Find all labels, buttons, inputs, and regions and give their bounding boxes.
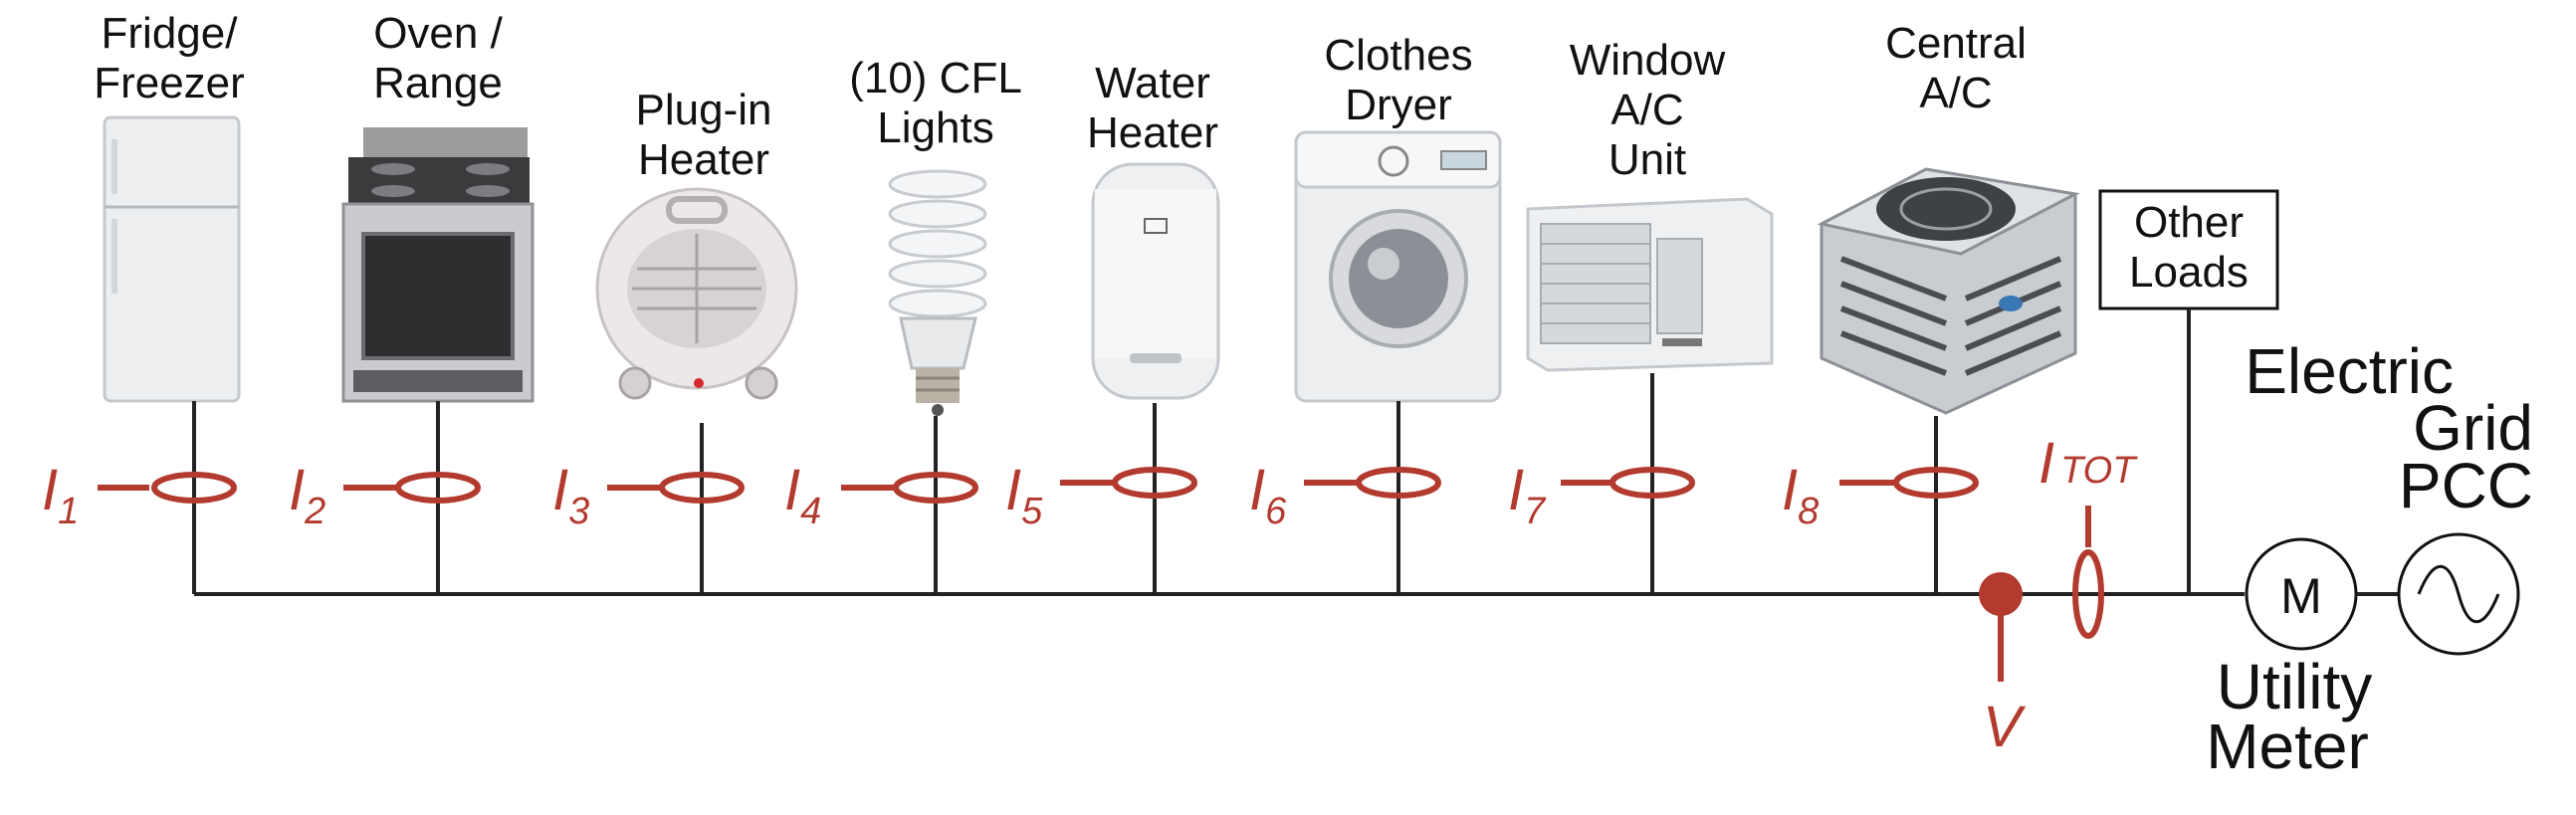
dryer-label-line-2: Dryer — [1345, 81, 1452, 129]
utility-meter: M Utility Meter — [2206, 537, 2372, 782]
current-i4-sensor — [893, 472, 978, 504]
cfl-label-line-2: Lights — [877, 103, 993, 152]
window-ac-label-line-2: A/C — [1610, 86, 1683, 134]
appliance-fridge: Fridge/ Freezer I1 — [42, 9, 245, 594]
window-ac-label-line-3: Unit — [1609, 135, 1686, 184]
oven-label-line-1: Oven / — [373, 9, 503, 58]
current-i7-sensor — [1610, 467, 1695, 499]
voltage-label: V — [1983, 695, 2027, 759]
meter-symbol-letter: M — [2280, 568, 2322, 624]
water-heater-icon — [1091, 162, 1220, 400]
central-ac-label-line-2: A/C — [1919, 69, 1992, 117]
meter-label-line-2: Meter — [2206, 711, 2369, 782]
appliance-heater: Plug-in Heater I3 — [552, 86, 798, 594]
electric-grid: Electric Grid PCC — [2245, 335, 2533, 656]
other-loads-box — [2098, 189, 2279, 310]
window-ac-icon — [1526, 197, 1774, 372]
fridge-label-line-2: Freezer — [94, 59, 245, 107]
other-loads-line-2: Loads — [2129, 248, 2249, 297]
meter-label-line-1: Utility — [2217, 651, 2372, 722]
appliance-central-ac: Central A/C I8 — [1782, 19, 2080, 594]
oven-label-line-2: Range — [373, 59, 503, 107]
voltage-measurement: V — [1979, 572, 2027, 759]
current-i8-sensor — [1893, 467, 1979, 499]
current-i8-label: I8 — [1782, 458, 1819, 532]
current-i2-label: I2 — [289, 458, 325, 532]
appliance-clothes-dryer: Clothes Dryer I6 — [1249, 31, 1502, 594]
heater-label-line-1: Plug-in — [636, 86, 772, 134]
current-i5-sensor — [1112, 467, 1197, 499]
dryer-label-line-1: Clothes — [1324, 31, 1472, 80]
grid-label-line-2: Grid — [2413, 392, 2533, 464]
appliance-window-ac: Window A/C Unit I7 — [1508, 36, 1774, 594]
fridge-label-line-1: Fridge/ — [102, 9, 239, 58]
cfl-label-line-1: (10) CFL — [849, 54, 1022, 102]
current-i4-label: I4 — [784, 458, 821, 532]
cfl-bulb-icon — [888, 169, 987, 416]
fridge-icon — [103, 115, 241, 403]
appliance-water-heater: Water Heater I5 — [1005, 59, 1220, 594]
other-loads-line-1: Other — [2134, 198, 2244, 247]
grid-label-line-1: Electric — [2245, 335, 2454, 407]
current-i1-sensor — [151, 472, 237, 504]
central-ac-label-line-1: Central — [1885, 19, 2027, 68]
appliance-cfl-lights: (10) CFL Lights I4 — [784, 54, 1022, 594]
other-loads: Other Loads — [2098, 189, 2279, 594]
meter-symbol-circle — [2245, 537, 2358, 651]
current-i3-sensor — [659, 472, 745, 504]
current-i1-label: I1 — [42, 458, 79, 532]
sine-wave-icon — [2417, 564, 2500, 624]
current-i7-label: I7 — [1508, 458, 1547, 532]
dryer-icon — [1294, 130, 1502, 403]
heater-icon — [595, 187, 798, 400]
current-i2-sensor — [395, 472, 481, 504]
grid-label-line-3: PCC — [2399, 450, 2533, 521]
current-i6-label: I6 — [1249, 458, 1287, 532]
current-i6-sensor — [1356, 467, 1441, 499]
total-current-sensor — [2072, 549, 2104, 639]
window-ac-label-line-1: Window — [1570, 36, 1726, 85]
appliance-oven: Oven / Range I2 — [289, 9, 535, 594]
current-i5-label: I5 — [1005, 458, 1043, 532]
water-heater-label-line-2: Heater — [1087, 108, 1218, 157]
heater-label-line-2: Heater — [638, 135, 769, 184]
oven-icon — [341, 127, 535, 403]
central-ac-icon — [1817, 167, 2080, 415]
water-heater-label-line-1: Water — [1095, 59, 1210, 107]
current-i3-label: I3 — [552, 458, 589, 532]
